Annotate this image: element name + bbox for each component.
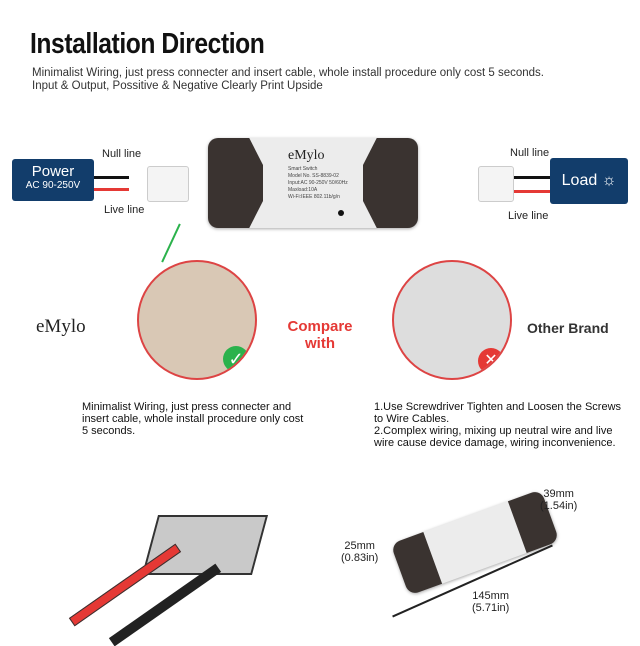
null-line-label: Null line <box>510 147 550 159</box>
emylo-logo: eMylo <box>36 316 86 337</box>
left-terminal <box>208 138 263 228</box>
emylo-description: Minimalist Wiring, just press connecter … <box>82 401 304 437</box>
subtitle: Minimalist Wiring, just press connecter … <box>32 67 544 79</box>
reset-button <box>338 210 344 216</box>
page-title: Installation Direction <box>30 28 265 60</box>
height-dimension: 25mm(0.83in) <box>341 540 379 564</box>
lightbulb-icon: ☼ <box>601 172 617 189</box>
other-brand-photo: ✕ <box>392 260 512 380</box>
other-description: 1.Use Screwdriver Tighten and Loosen the… <box>374 401 622 449</box>
connector <box>147 166 189 202</box>
other-brand-label: Other Brand <box>527 320 609 336</box>
live-wire <box>514 190 550 193</box>
compare-label: Compare with <box>287 318 353 352</box>
connector <box>478 166 514 202</box>
live-line-label: Live line <box>104 204 145 216</box>
width-dimension: 39mm(1.54in) <box>540 488 578 512</box>
load-box: Load ☼ <box>550 158 628 204</box>
load-label: Load <box>561 172 598 189</box>
check-icon: ✓ <box>223 346 249 372</box>
device-brand: eMylo <box>288 148 325 163</box>
live-wire <box>94 188 129 191</box>
length-dimension: 145mm(5.71in) <box>472 590 510 614</box>
pointer-line <box>161 223 181 263</box>
cross-icon: ✕ <box>478 348 504 374</box>
null-wire <box>514 176 550 179</box>
null-line-label: Null line <box>102 148 142 160</box>
power-label: Power <box>31 163 75 180</box>
subtitle: Input & Output, Possitive & Negative Cle… <box>32 80 323 92</box>
live-line-label: Live line <box>508 210 549 222</box>
right-terminal <box>363 138 418 228</box>
power-voltage: AC 90-250V <box>25 180 81 191</box>
emylo-wiring-photo: ✓ <box>137 260 257 380</box>
power-box: Power AC 90-250V <box>12 159 94 201</box>
null-wire <box>94 176 129 179</box>
